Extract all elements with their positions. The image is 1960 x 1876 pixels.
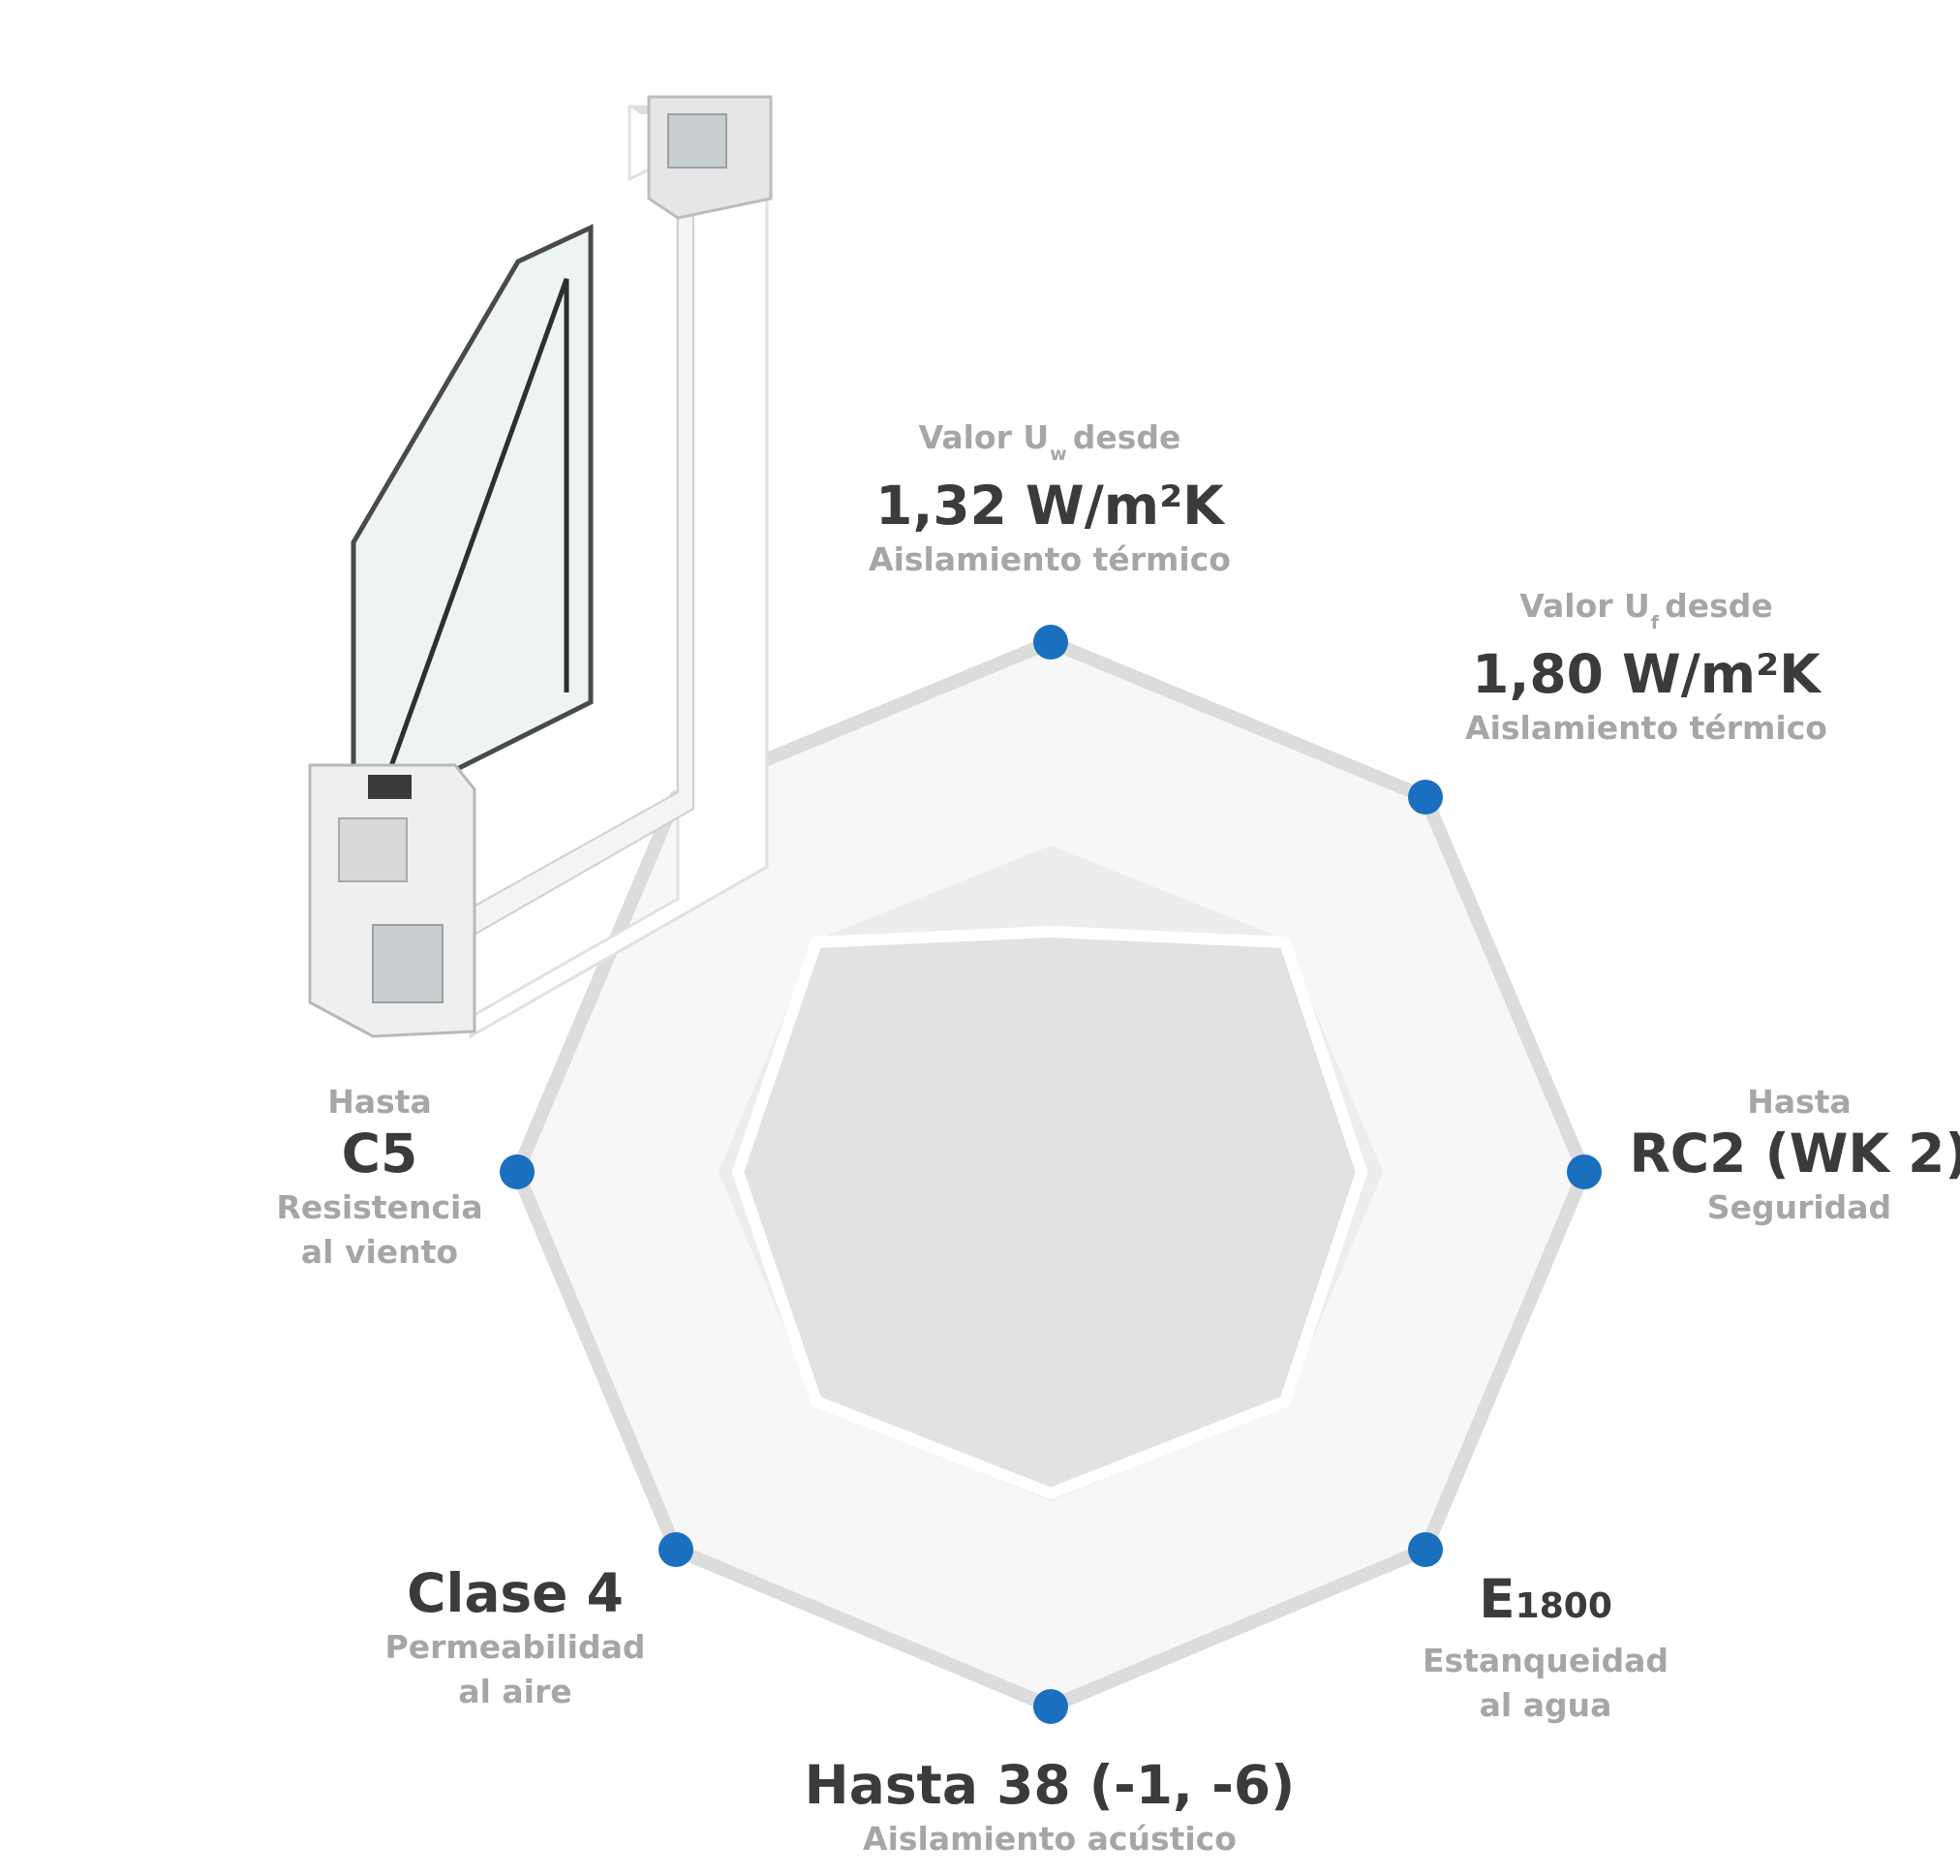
property-value: 1,80 W/m²K: [1472, 643, 1821, 705]
property-value: C5: [341, 1123, 418, 1184]
property-value: Hasta 38 (-1, -6): [804, 1754, 1296, 1816]
property-value: E1800: [1479, 1568, 1612, 1630]
property-dot-0: [1033, 625, 1068, 660]
property-caption: Aislamiento térmico: [869, 540, 1231, 578]
inner-octagon: [732, 926, 1367, 1499]
window-profile-image: [308, 95, 773, 1039]
property-value: 1,32 W/m²K: [875, 475, 1224, 537]
dots-group: [500, 625, 1602, 1724]
property-prefix: Hasta: [1747, 1083, 1852, 1121]
property-acoustic: Hasta 38 (-1, -6) Aislamiento acústico: [805, 1753, 1296, 1861]
property-dot-4: [1033, 1689, 1068, 1724]
profile-section-bottom-chamber2: [372, 924, 444, 1003]
property-caption: Seguridad: [1706, 1188, 1892, 1226]
profile-section-bottom-chamber1: [338, 817, 408, 882]
property-value: Clase 4: [407, 1562, 624, 1624]
property-caption: Aislamiento térmico: [1465, 709, 1827, 747]
property-dot-2: [1567, 1154, 1602, 1189]
property-dot-6: [500, 1154, 535, 1189]
property-dot-3: [1408, 1532, 1443, 1567]
profile-glass-pane2: [375, 278, 569, 805]
property-caption: Aislamiento acústico: [863, 1820, 1237, 1858]
property-security: Hasta RC2 (WK 2) Seguridad: [1629, 1083, 1960, 1230]
profile-section-top-chamber: [667, 113, 727, 169]
property-dot-5: [658, 1532, 693, 1567]
profile-section-gasket: [368, 775, 412, 799]
property-value: RC2 (WK 2): [1629, 1123, 1960, 1184]
property-prefix: Hasta: [327, 1083, 432, 1121]
property-dot-1: [1408, 780, 1443, 815]
